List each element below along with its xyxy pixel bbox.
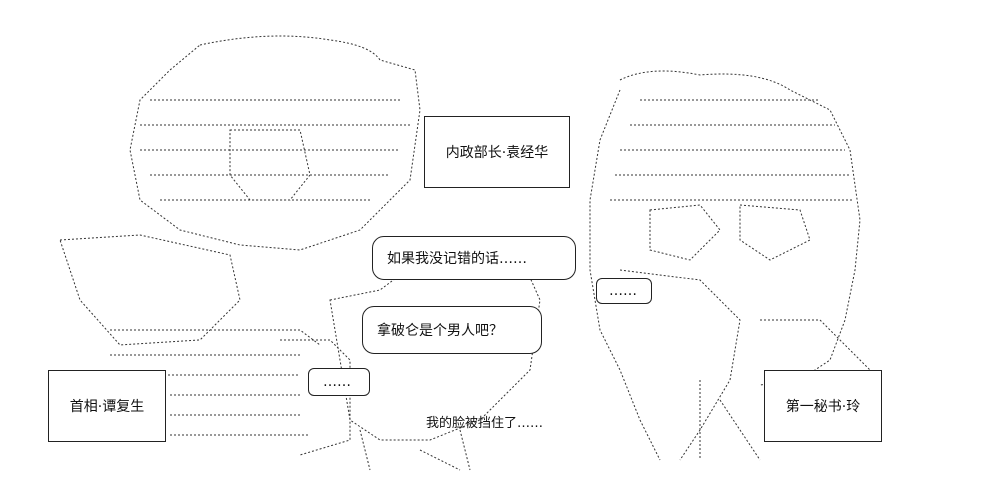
premier-title-label: 首相·谭复生: [69, 399, 145, 415]
speech-line-2: 拿破仑是个男人吧？: [377, 323, 503, 339]
secretary-title-box: 第一秘书·玲: [764, 370, 882, 442]
ellipsis-right: ……: [609, 283, 637, 299]
official-title-box: 内政部长·袁经华: [424, 116, 570, 188]
official-title-label: 内政部长·袁经华: [445, 145, 549, 161]
ellipsis-bubble-left: ……: [308, 368, 370, 396]
secretary-title-label: 第一秘书·玲: [785, 399, 861, 415]
speech-bubble-2: 拿破仑是个男人吧？: [362, 306, 542, 354]
speech-line-3-text: 我的脸被挡住了……: [426, 416, 544, 431]
premier-title-box: 首相·谭复生: [48, 370, 166, 442]
speech-bubble-1: 如果我没记错的话……: [372, 236, 576, 280]
ellipsis-bubble-right: ……: [596, 278, 652, 304]
speech-line-3: 我的脸被挡住了……: [426, 412, 543, 431]
speech-line-1: 如果我没记错的话……: [387, 251, 527, 267]
ellipsis-left: ……: [323, 374, 351, 390]
